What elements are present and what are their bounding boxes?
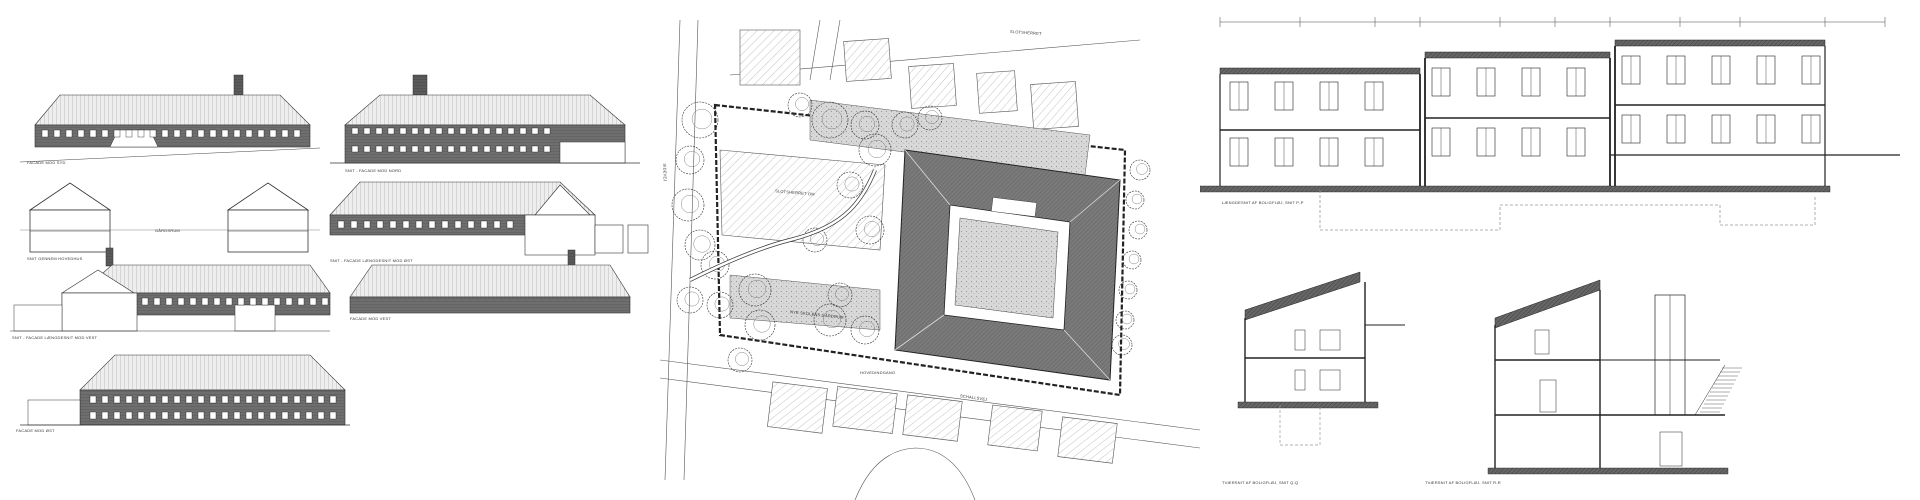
site-plan-drawing	[660, 19, 1200, 500]
label-section-main: SNIT GENNEM HOVEDHUS	[27, 256, 83, 261]
label-entry: HOVEDINDGANG	[860, 370, 896, 375]
long-section	[1200, 39, 1900, 193]
site-plan-panel: SLOTSHERRET SCHALLSVEJ SIDEVEJ SLOTSHERR…	[660, 0, 1200, 500]
cross-section-1	[1237, 271, 1405, 446]
foundation-dashed	[1319, 190, 1816, 231]
label-long-section: LÆNGDESNIT AF BOLIGFLØJ, SNIT P-P	[1222, 200, 1304, 205]
garden-path	[689, 169, 877, 282]
e5win-windows	[141, 297, 329, 306]
field-area	[719, 149, 886, 251]
trees	[671, 92, 1151, 373]
elevation-east	[349, 249, 631, 314]
long-section-windows	[1229, 55, 1821, 167]
label-courtyard: GÅRDSRUM	[155, 228, 180, 233]
elevation-west	[20, 354, 350, 426]
neighbour-buildings	[739, 29, 1118, 464]
section-main-house	[20, 182, 320, 253]
label-cross-section-2: TVÆRSNIT AF BOLIGFLØJ, SNIT R-R	[1425, 480, 1501, 485]
label-street-left: SIDEVEJ	[662, 163, 668, 182]
label-section-east: SNIT - FACADE LÆNGDESNIT MOD ØST	[330, 258, 413, 263]
e1win-windows	[41, 129, 301, 138]
label-elevation-north: SNIT - FACADE MOD NORD	[345, 168, 402, 173]
label-elevation-south: FACADE MOD SYD	[27, 160, 66, 165]
label-section-west: SNIT - FACADE LÆNGDESNIT MOD VEST	[12, 335, 98, 340]
cross-section-2	[1487, 279, 1729, 475]
e7win-windows	[89, 395, 337, 420]
dimension-ticks	[1219, 17, 1886, 27]
e2win-windows	[351, 127, 551, 153]
sections-panel: LÆNGDESNIT AF BOLIGFLØJ, SNIT P-P TVÆRSN…	[1200, 0, 1920, 500]
label-elevation-west: FACADE MOD ØST	[16, 428, 55, 433]
sections-drawing	[1200, 17, 1900, 475]
e4win-windows	[337, 220, 514, 229]
elevations-panel: FACADE MOD SYD SNIT - FACADE MOD NORD SN…	[0, 0, 660, 500]
paved-area	[729, 274, 881, 331]
label-cross-section-1: TVÆRSNIT AF BOLIGFLØJ, SNIT Q-Q	[1222, 480, 1299, 485]
section-facade-east	[329, 181, 649, 256]
exterior-stair	[1700, 367, 1742, 413]
elevation-south	[19, 74, 321, 163]
main-building	[894, 149, 1121, 381]
label-elevation-east: FACADE MOD VEST	[350, 316, 392, 321]
elevations-drawing	[10, 74, 649, 426]
